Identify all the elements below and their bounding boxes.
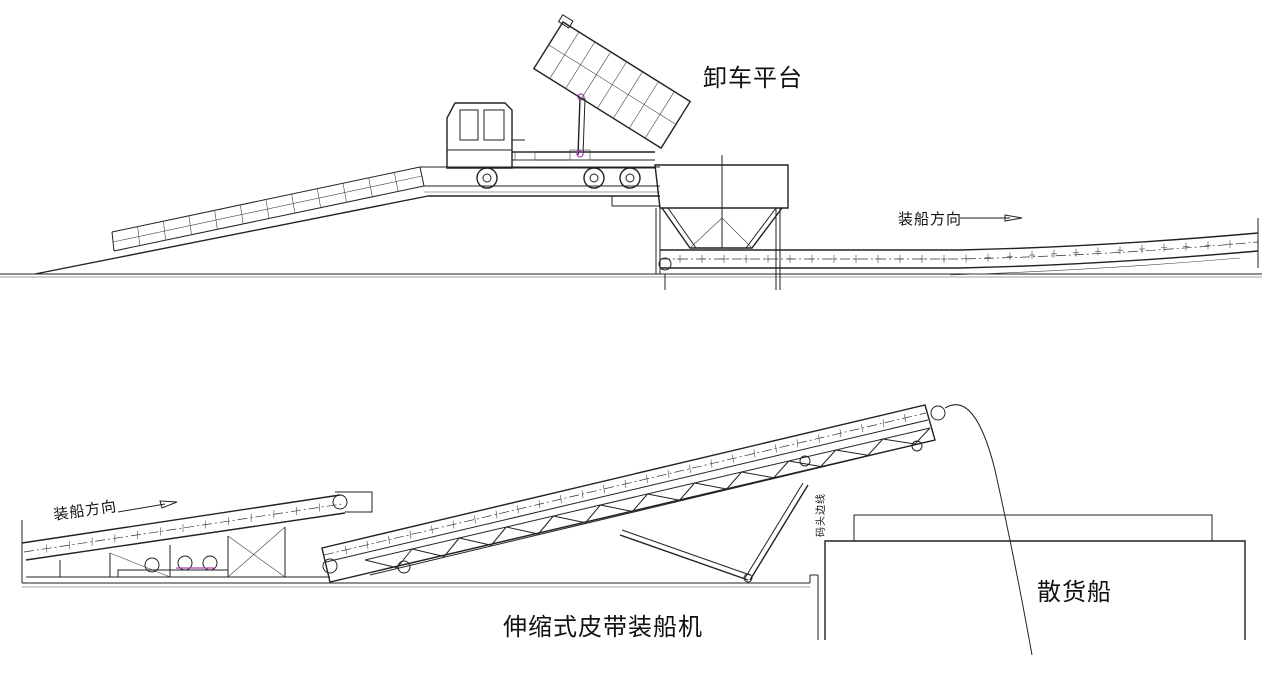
unloading-platform-label: 卸车平台 [703,64,803,92]
telescopic-boom [321,404,946,583]
boom-support-struts [619,482,809,583]
wharf-edge-label: 码头边线 [816,493,827,537]
truck-body-ribs [548,31,677,139]
receiving-hopper [654,155,789,290]
unloading-ramp [34,166,660,275]
boom-truss [364,427,931,569]
top-conveyor [658,218,1259,276]
dump-truck [446,14,692,189]
ramp-railing-posts [137,172,399,246]
top-ground-line [0,273,1262,278]
feed-conveyor-idlers [46,503,320,553]
material-trajectory [944,404,1033,656]
top-conveyor-idlers [677,240,1233,263]
bulk-ship-hull [824,514,1246,640]
boom-idlers [345,414,906,554]
feed-conveyor [21,491,373,578]
top-loading-direction-label: 装船方向 [898,210,963,228]
bulk-ship-label: 散货船 [1037,578,1112,606]
ship-loader-label: 伸缩式皮带装船机 [503,613,703,641]
bottom-ground-line [21,520,810,588]
wharf-edge [809,574,819,640]
top-direction-arrow [960,214,1023,222]
bottom-direction-arrow [117,500,178,513]
